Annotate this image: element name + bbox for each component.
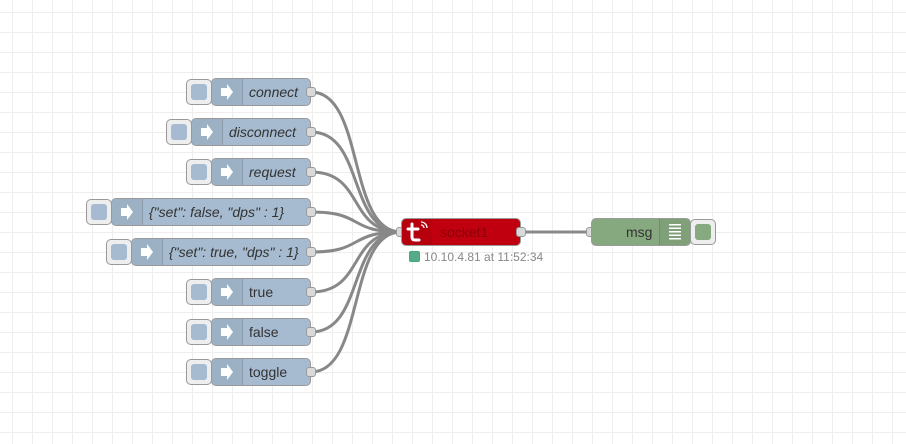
inject-button[interactable] [186,159,212,185]
arrow-in-icon [212,79,243,105]
tuya-icon [402,219,432,245]
inject-label: disconnect [229,124,296,140]
output-port[interactable] [306,127,316,137]
arrow-in-icon [212,279,243,305]
arrow-in-icon [192,119,223,145]
wire[interactable] [310,130,402,234]
arrow-in-icon [112,199,143,225]
inject-node-request[interactable]: request [211,158,311,186]
output-port[interactable] [306,367,316,377]
output-port[interactable] [306,287,316,297]
inject-button[interactable] [106,239,132,265]
output-port[interactable] [306,327,316,337]
device-node-socket1[interactable]: socket1 [401,218,521,246]
debug-label: msg [626,224,653,240]
inject-button[interactable] [166,119,192,145]
inject-node-disconnect[interactable]: disconnect [191,118,311,146]
inject-label: {"set": false, "dps" : 1} [149,204,285,220]
device-status: 10.10.4.81 at 11:52:34 [409,250,543,264]
inject-button[interactable] [186,359,212,385]
debug-node-msg[interactable]: msg [591,218,691,246]
inject-node-connect[interactable]: connect [211,78,311,106]
inject-node-true[interactable]: true [211,278,311,306]
wire[interactable] [310,170,402,234]
inject-node-set-true[interactable]: {"set": true, "dps" : 1} [131,238,311,266]
inject-node-false[interactable]: false [211,318,311,346]
status-dot [409,251,420,262]
inject-button[interactable] [86,199,112,225]
inject-label: toggle [249,364,288,380]
wire[interactable] [310,230,402,374]
inject-label: request [249,164,296,180]
inject-label: false [249,324,279,340]
output-port[interactable] [306,167,316,177]
inject-label: connect [249,84,299,100]
inject-button[interactable] [186,319,212,345]
inject-label: {"set": true, "dps" : 1} [169,244,299,260]
inject-node-set-false[interactable]: {"set": false, "dps" : 1} [111,198,311,226]
output-port[interactable] [306,87,316,97]
debug-toggle-button[interactable] [690,219,716,245]
arrow-in-icon [132,239,163,265]
inject-node-toggle[interactable]: toggle [211,358,311,386]
output-port[interactable] [516,227,526,237]
output-port[interactable] [306,207,316,217]
arrow-in-icon [212,159,243,185]
inject-label: true [249,284,274,300]
device-label: socket1 [440,224,489,240]
arrow-in-icon [212,319,243,345]
status-text: 10.10.4.81 at 11:52:34 [424,250,544,264]
wire[interactable] [310,90,402,234]
output-port[interactable] [306,247,316,257]
arrow-in-icon [212,359,243,385]
inject-button[interactable] [186,79,212,105]
wire[interactable] [310,230,402,334]
debug-list-icon [659,219,690,245]
inject-button[interactable] [186,279,212,305]
